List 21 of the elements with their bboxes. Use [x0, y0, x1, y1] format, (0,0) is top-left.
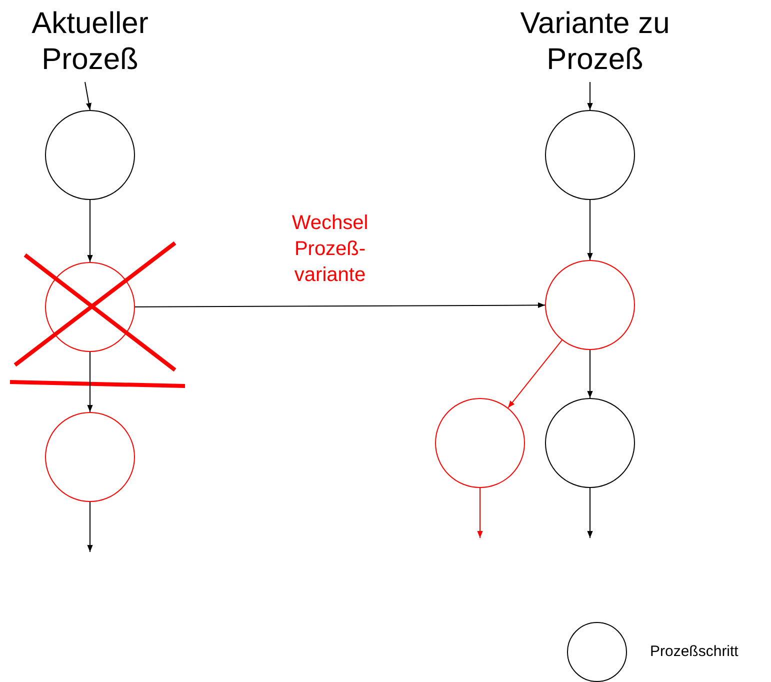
process-step-circle	[545, 260, 635, 350]
process-step-circle	[45, 262, 135, 352]
process-step-circle	[545, 110, 635, 200]
arrow	[134, 302, 546, 308]
process-title: Variante zu Prozeß	[490, 6, 700, 78]
legend-label: Prozeßschritt	[650, 642, 738, 662]
arrow	[84, 82, 92, 110]
arrow	[508, 340, 562, 408]
arrow	[87, 352, 93, 412]
arrow	[477, 488, 483, 538]
arrow	[587, 200, 593, 260]
process-step-circle	[45, 412, 135, 502]
process-step-circle	[545, 398, 635, 488]
arrow	[87, 502, 93, 552]
process-step-circle	[45, 110, 135, 200]
process-title: Aktueller Prozeß	[10, 6, 170, 78]
arrow	[587, 82, 593, 110]
arrow	[587, 350, 593, 398]
process-step-circle	[435, 398, 525, 488]
arrow	[87, 200, 93, 262]
arrow	[587, 488, 593, 538]
